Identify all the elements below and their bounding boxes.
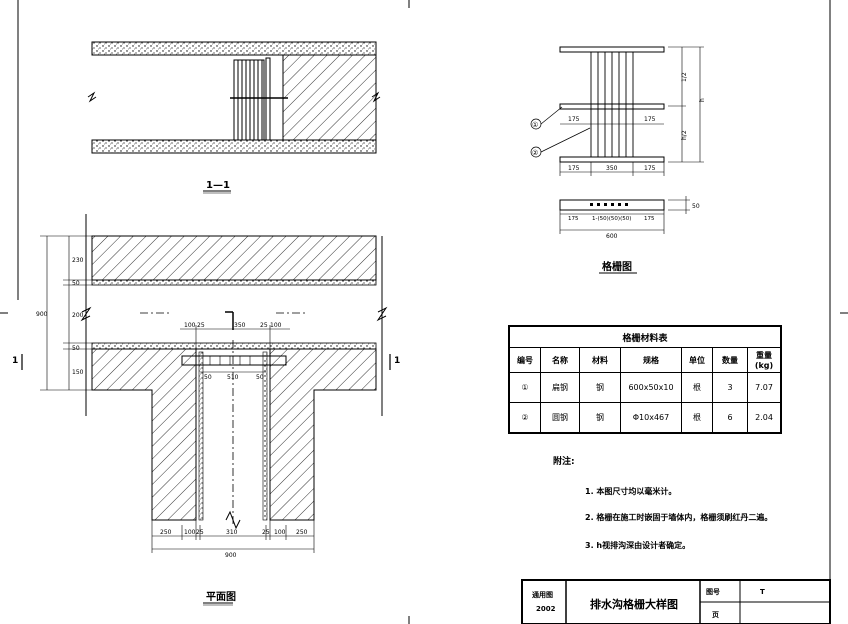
cell: 7.07 bbox=[747, 372, 782, 403]
dim-bottom-1: 250 bbox=[160, 529, 172, 536]
cell: ① bbox=[508, 372, 541, 403]
dim-left-4: 50 bbox=[72, 345, 80, 352]
dim-bottom-5: 25 bbox=[262, 529, 270, 536]
left-dimension-chain bbox=[40, 235, 92, 391]
section-title: 1—1 bbox=[206, 180, 230, 191]
break-lines bbox=[87, 91, 381, 103]
material-table: 格栅材料表 编号 名称 材料 规格 单位 数量 重量(kg) ① 扁钢 钢 60… bbox=[508, 325, 782, 434]
dim-strip-total: 600 bbox=[606, 233, 618, 240]
table-row: ① 扁钢 钢 600x50x10 根 3 7.07 bbox=[508, 372, 782, 403]
cell: ② bbox=[508, 402, 541, 434]
grate-strip bbox=[559, 199, 665, 211]
cell: 3 bbox=[712, 372, 748, 403]
drawing-no-value: T bbox=[760, 588, 765, 596]
dim-strip-3: 175 bbox=[644, 216, 655, 222]
dim-top-4: 25 bbox=[260, 322, 268, 329]
drawing-title: 排水沟格栅大样图 bbox=[590, 597, 678, 611]
cell: Φ10x467 bbox=[620, 402, 682, 434]
dim-bottom-7: 250 bbox=[296, 529, 308, 536]
general-code: 2002 bbox=[536, 605, 556, 613]
dim-left-1: 230 bbox=[72, 257, 84, 264]
cell: 钢 bbox=[579, 402, 621, 434]
page-label: 页 bbox=[712, 611, 719, 619]
cell: 扁钢 bbox=[540, 372, 580, 403]
dim-inner: 510 bbox=[227, 374, 239, 381]
dim-top-5: 100 bbox=[270, 322, 282, 329]
note-item: 2. 格栅在施工时嵌固于墙体内，格栅须刷红丹二遍。 bbox=[585, 513, 773, 522]
plan-top-wall bbox=[91, 235, 377, 281]
notes: 附注: 1. 本图尺寸均以毫米计。 2. 格栅在施工时嵌固于墙体内，格栅须刷红丹… bbox=[553, 457, 772, 550]
plan-view: 1 1 230 50 200 50 150 900 100 25 350 25 bbox=[12, 214, 400, 606]
dim-top-2: 25 bbox=[197, 322, 205, 329]
dim-right-1: 1/2 bbox=[681, 72, 688, 82]
dim-bottom-3: 25 bbox=[196, 529, 204, 536]
plan-title: 平面图 bbox=[206, 591, 236, 603]
dim-bottom-6: 100 bbox=[274, 529, 286, 536]
cell: 600x50x10 bbox=[620, 372, 682, 403]
dim-strip-2: 1‐(50)(50)(50) bbox=[592, 216, 631, 222]
section-mark-left: 1 bbox=[12, 356, 18, 366]
title-block bbox=[521, 579, 831, 624]
dim-strip-1: 175 bbox=[568, 216, 579, 222]
wall-hatch bbox=[282, 54, 377, 141]
dim-right-3: h/2 bbox=[681, 130, 688, 140]
cell: 根 bbox=[681, 402, 713, 434]
grate-bars-section bbox=[230, 57, 288, 141]
grate-rods bbox=[590, 52, 634, 157]
drawing-no-label: 图号 bbox=[706, 587, 720, 596]
col-header: 规格 bbox=[620, 347, 682, 373]
dim-thickness: 50 bbox=[692, 203, 700, 210]
grate-title: 格栅图 bbox=[602, 260, 632, 273]
notes-title: 附注: bbox=[553, 457, 575, 467]
callout-1: ① bbox=[532, 121, 538, 129]
section-mark-right: 1 bbox=[394, 356, 400, 366]
col-header: 重量(kg) bbox=[747, 347, 782, 373]
callout-2: ② bbox=[532, 149, 538, 157]
bottom-slab bbox=[91, 139, 377, 154]
dim-left-3: 200 bbox=[72, 312, 84, 319]
bottom-dimension-chain bbox=[151, 520, 315, 553]
col-header: 数量 bbox=[712, 347, 748, 373]
dim-right-2: h bbox=[699, 98, 706, 102]
col-header: 编号 bbox=[508, 347, 541, 373]
section-1-1-view: 1—1 bbox=[87, 41, 381, 194]
dim-bottom-2: 100 bbox=[184, 529, 196, 536]
cell: 钢 bbox=[579, 372, 621, 403]
dim-top-3: 350 bbox=[234, 322, 246, 329]
dim-bottom-4: 310 bbox=[226, 529, 238, 536]
cell: 6 bbox=[712, 402, 748, 434]
top-slab bbox=[91, 41, 377, 56]
col-header: 单位 bbox=[681, 347, 713, 373]
dim-left-5: 150 bbox=[72, 369, 84, 376]
dim-bot-3: 175 bbox=[644, 165, 656, 172]
plan-right-wall bbox=[269, 348, 377, 521]
plan-left-wall bbox=[91, 348, 197, 521]
table-title: 格栅材料表 bbox=[508, 325, 782, 348]
table-row: ② 圆钢 钢 Φ10x467 根 6 2.04 bbox=[508, 402, 782, 434]
dim-top-1: 100 bbox=[184, 322, 196, 329]
plan-grate bbox=[181, 355, 287, 366]
dim-mid-1: 175 bbox=[568, 116, 580, 123]
dim-left-2: 50 bbox=[72, 280, 80, 287]
col-header: 名称 bbox=[540, 347, 580, 373]
dim-bot-1: 175 bbox=[568, 165, 580, 172]
col-header: 材料 bbox=[579, 347, 621, 373]
note-item: 3. h视排沟深由设计者确定。 bbox=[585, 541, 691, 550]
note-item: 1. 本图尺寸均以毫米计。 bbox=[585, 487, 677, 496]
cell: 2.04 bbox=[747, 402, 782, 434]
dim-side-right: 50 bbox=[256, 374, 264, 381]
dim-left-total: 900 bbox=[36, 311, 48, 318]
dim-bottom-total: 900 bbox=[225, 552, 237, 559]
grate-view: 1/2 h h/2 175 175 175 350 175 ① ② bbox=[530, 46, 706, 274]
table-header-row: 编号 名称 材料 规格 单位 数量 重量(kg) bbox=[508, 347, 782, 373]
cell: 根 bbox=[681, 372, 713, 403]
dim-bot-2: 350 bbox=[606, 165, 618, 172]
dim-mid-2: 175 bbox=[644, 116, 656, 123]
cell: 圆钢 bbox=[540, 402, 580, 434]
dim-side-left: 50 bbox=[204, 374, 212, 381]
general-label: 通用图 bbox=[532, 590, 553, 599]
